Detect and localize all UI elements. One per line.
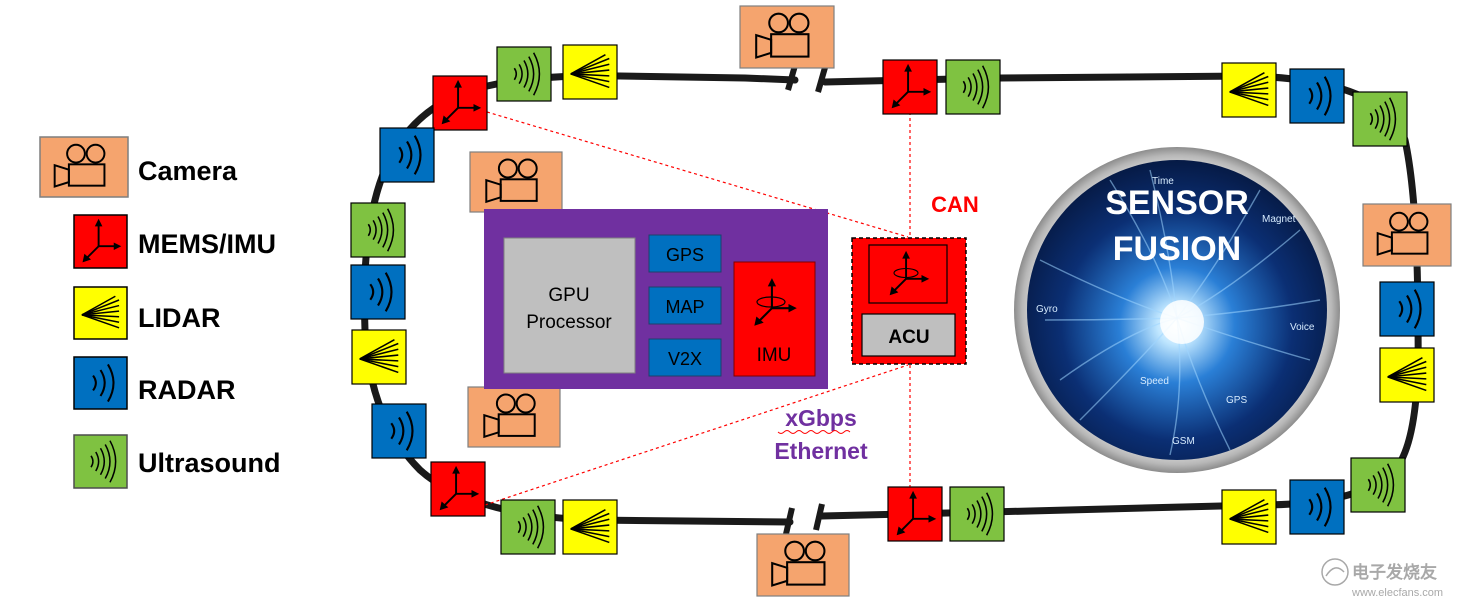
fusion-word: Magnet	[1262, 214, 1296, 225]
lidar-sensor	[1379, 347, 1435, 403]
radar-sensor	[379, 127, 435, 183]
acu-label: ACU	[888, 327, 929, 348]
gps-label: GPS	[666, 245, 704, 265]
legend-camera-label: Camera	[138, 156, 238, 186]
camera-sensor	[469, 151, 563, 213]
legend-camera-swatch	[39, 136, 129, 198]
ethernet-label: Ethernet	[774, 438, 868, 464]
legend-lidar-label: LIDAR	[138, 303, 221, 333]
acu-module: ACU	[851, 237, 967, 365]
watermark-logo-icon	[1321, 558, 1349, 586]
ring-gap-top-right	[815, 63, 829, 93]
fusion-word: Speed	[1140, 376, 1169, 387]
ultrasound-sensor	[1352, 91, 1408, 147]
connector-lines	[484, 111, 911, 506]
ultrasound-sensor	[945, 59, 1001, 115]
fusion-word: Voice	[1290, 322, 1315, 333]
lidar-sensor	[562, 499, 618, 555]
camera-sensor	[756, 533, 850, 597]
watermark-text: 电子发烧友	[1352, 562, 1437, 582]
legend-radar-swatch	[73, 356, 128, 410]
watermark-url: www.elecfans.com	[1351, 587, 1443, 599]
camera-sensor	[1362, 203, 1452, 267]
radar-sensor	[1289, 68, 1345, 124]
radar-sensor	[1379, 281, 1435, 337]
imu-sensor	[882, 59, 938, 115]
imu-label: IMU	[757, 345, 792, 366]
zoom-line-bottom	[484, 364, 909, 506]
lidar-sensor	[562, 44, 618, 100]
compute-module: GPU Processor GPS MAP V2X IMU	[484, 209, 828, 389]
legend-ultrasound-label: Ultrasound	[138, 448, 281, 478]
imu-sensor	[887, 486, 943, 542]
ultrasound-sensor	[350, 202, 406, 258]
ultrasound-sensor	[500, 499, 556, 555]
watermark: 电子发烧友 www.elecfans.com	[1321, 558, 1443, 599]
gpu-label-line1: GPU	[548, 285, 589, 306]
zoom-line-top	[486, 111, 909, 238]
fusion-word: Time	[1152, 176, 1174, 187]
fusion-word: Gyro	[1036, 304, 1058, 315]
gps-block	[648, 234, 722, 273]
camera-sensor	[739, 5, 835, 69]
gpu-label-line2: Processor	[526, 312, 612, 333]
fusion-word: GPS	[1226, 395, 1247, 406]
lidar-sensor	[351, 329, 407, 385]
fusion-title-line1: SENSOR	[1105, 184, 1249, 222]
lidar-sensor	[1221, 489, 1277, 545]
imu-sensor	[432, 75, 488, 131]
ultrasound-sensor	[496, 46, 552, 102]
camera-sensor	[467, 386, 561, 448]
fusion-title-line2: FUSION	[1113, 230, 1241, 268]
gpu-processor-block	[503, 237, 636, 374]
radar-sensor	[350, 264, 406, 320]
ultrasound-sensor	[949, 486, 1005, 542]
fusion-glow	[1160, 300, 1204, 344]
map-block	[648, 286, 722, 325]
legend-radar-label: RADAR	[138, 375, 236, 405]
ultrasound-sensor	[1350, 457, 1406, 513]
fusion-word: GSM	[1172, 436, 1195, 447]
lidar-sensor	[1221, 62, 1277, 118]
imu-sensor	[430, 461, 486, 517]
spellcheck-underline	[777, 430, 851, 434]
acu-block	[861, 313, 956, 357]
can-label: CAN	[931, 192, 979, 217]
acu-rotation-ring	[893, 267, 919, 279]
v2x-label: V2X	[668, 349, 702, 369]
radar-sensor	[1289, 479, 1345, 535]
acu-imu-sensor	[868, 244, 948, 304]
imu-block	[733, 261, 816, 377]
ring-sensors	[350, 5, 1452, 597]
legend-ultrasound-swatch	[73, 434, 128, 489]
legend-imu-label: MEMS/IMU	[138, 229, 276, 259]
legend: Camera MEMS/IMU LIDAR RADAR Ultrasound	[39, 136, 281, 489]
ring-gap-bottom-right	[813, 503, 825, 531]
ring-gap-bottom-left	[783, 507, 795, 535]
v2x-block	[648, 338, 722, 377]
imu-rotation-ring	[756, 296, 786, 308]
map-label: MAP	[665, 297, 704, 317]
ethernet-rate-label: xGbps	[785, 405, 857, 431]
radar-sensor	[371, 403, 427, 459]
